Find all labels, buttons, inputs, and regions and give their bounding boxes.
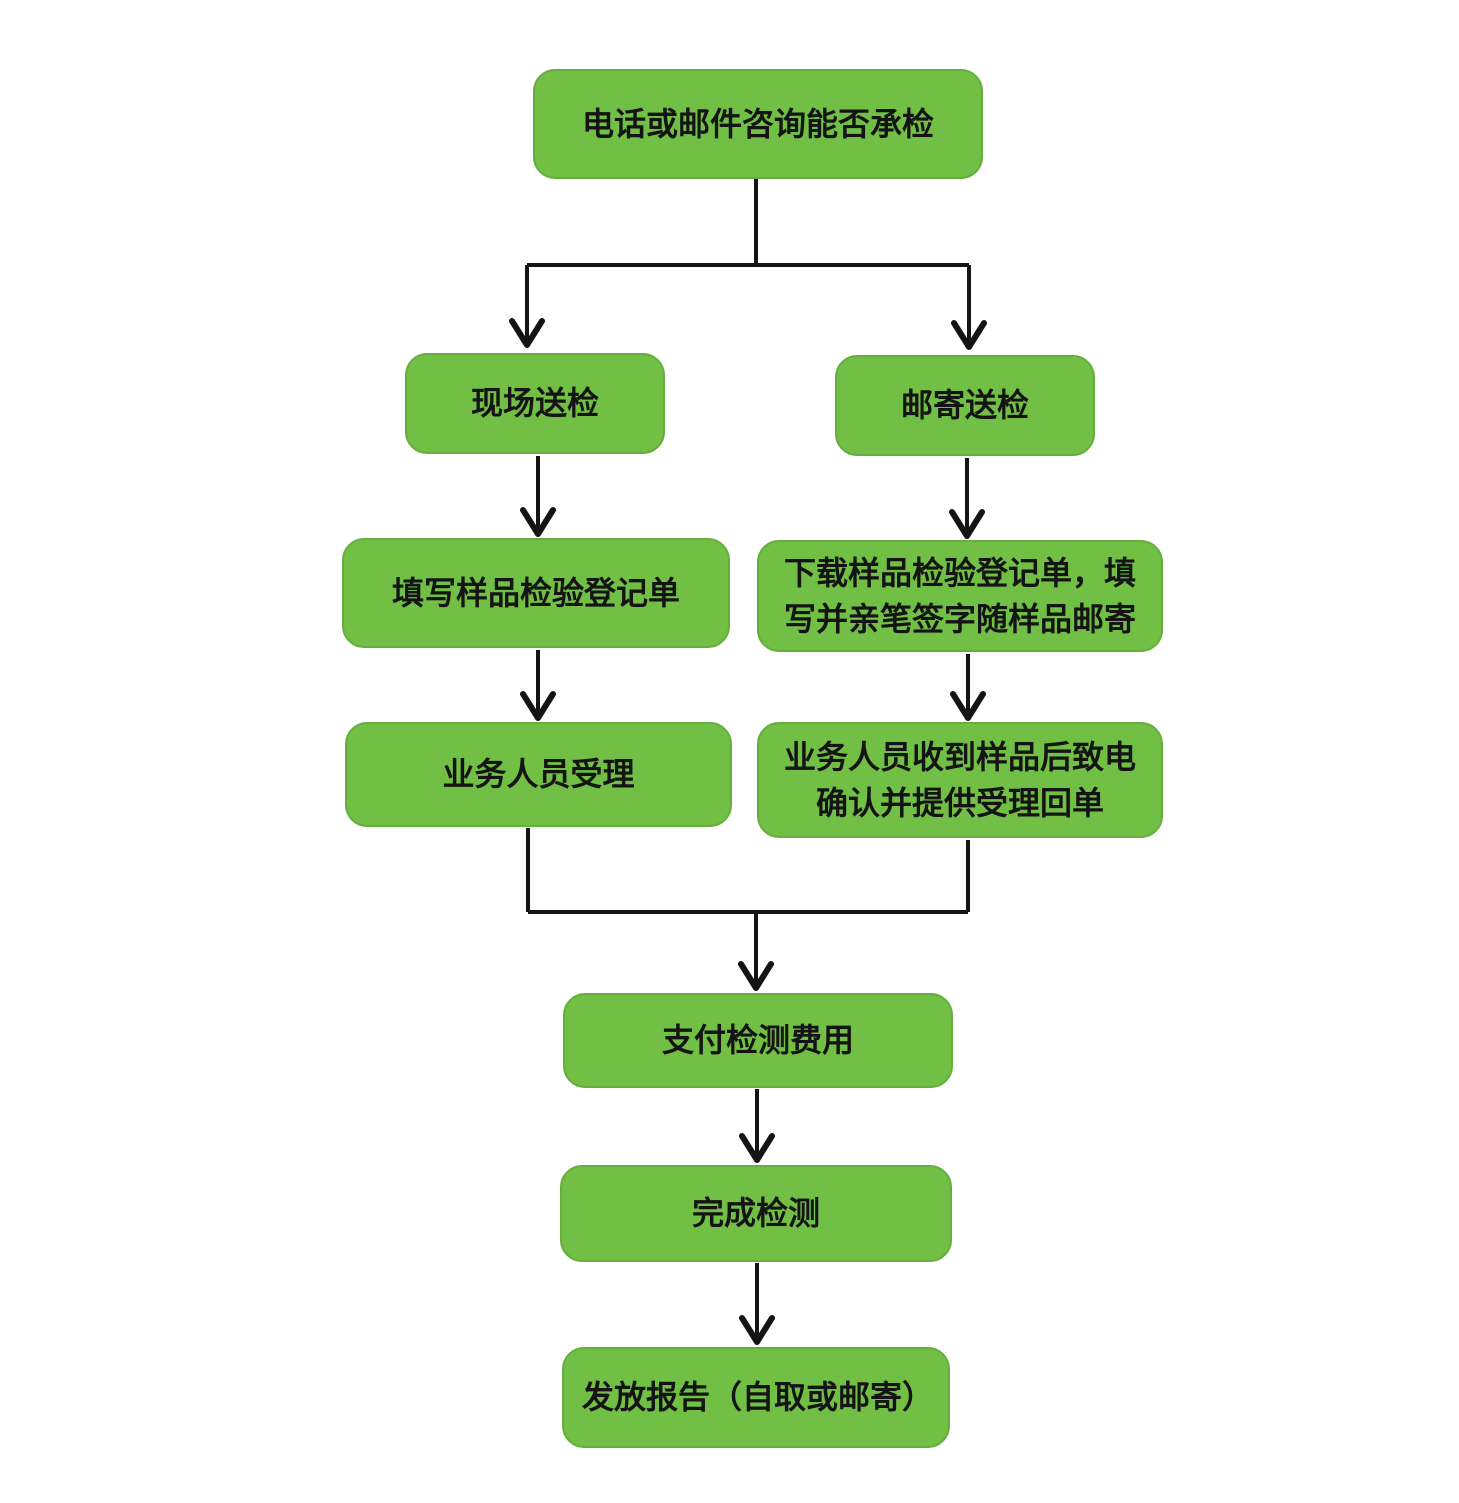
flow-node-consult-label: 电话或邮件咨询能否承检	[581, 105, 934, 142]
flow-node-fill-registration-form: 填写样品检验登记单	[342, 538, 730, 648]
flow-node-staff-acceptance-label: 业务人员受理	[442, 756, 635, 793]
flow-node-consult: 电话或邮件咨询能否承检	[533, 69, 983, 179]
flow-node-onsite-submission-label: 现场送检	[470, 385, 599, 422]
flow-node-download-registration-form: 下载样品检验登记单，填写并亲笔签字随样品邮寄	[757, 540, 1163, 652]
flow-node-staff-confirmation: 业务人员收到样品后致电确认并提供受理回单	[757, 722, 1163, 838]
flow-node-pay-fee-label: 支付检测费用	[661, 1022, 854, 1059]
flow-node-mail-submission-label: 邮寄送检	[900, 387, 1029, 424]
flow-node-fill-registration-form-label: 填写样品检验登记单	[391, 574, 680, 611]
flow-node-complete-testing: 完成检测	[560, 1165, 952, 1262]
flow-node-staff-confirmation-label: 业务人员收到样品后致电确认并提供受理回单	[783, 738, 1136, 821]
flow-node-complete-testing-label: 完成检测	[691, 1195, 820, 1232]
flow-node-staff-acceptance: 业务人员受理	[345, 722, 732, 827]
flow-node-mail-submission: 邮寄送检	[835, 355, 1095, 456]
flow-node-pay-fee: 支付检测费用	[563, 993, 953, 1088]
flow-node-issue-report-label: 发放报告（自取或邮寄）	[582, 1379, 935, 1416]
flow-node-download-registration-form-label: 下载样品检验登记单，填写并亲笔签字随样品邮寄	[783, 554, 1136, 637]
flow-node-onsite-submission: 现场送检	[405, 353, 665, 454]
flow-node-issue-report: 发放报告（自取或邮寄）	[562, 1347, 950, 1448]
